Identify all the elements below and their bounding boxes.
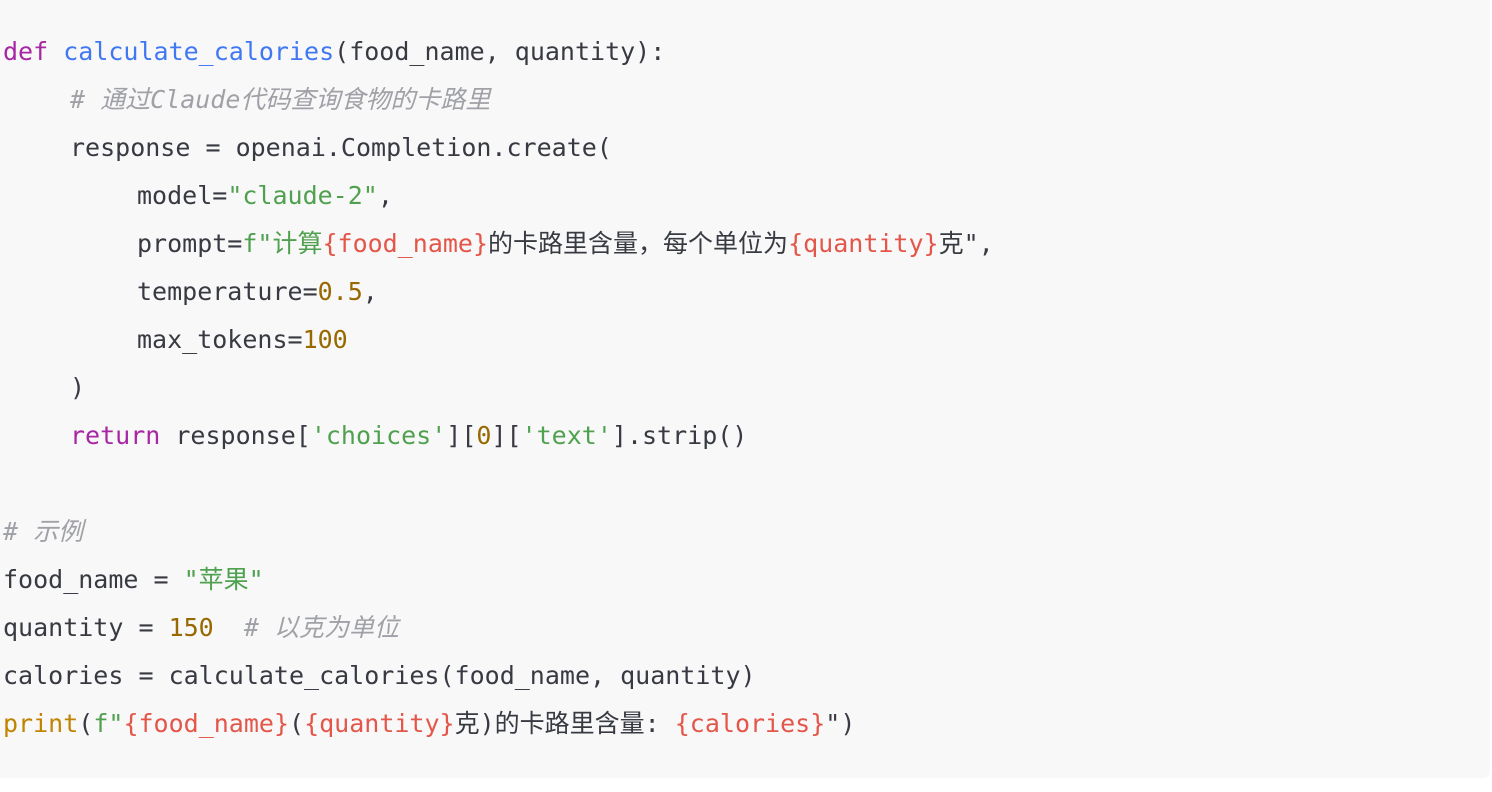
string-literal: "claude-2" bbox=[227, 181, 378, 210]
code-text: model= bbox=[137, 181, 228, 210]
interpolation: {food_name} bbox=[123, 709, 290, 738]
code-line: print(f"{food_name}({quantity}克)的卡路里含量: … bbox=[3, 700, 1490, 748]
code-text: ].strip() bbox=[611, 421, 748, 450]
code-space bbox=[214, 613, 244, 642]
code-line: return response['choices'][0]['text'].st… bbox=[3, 412, 1490, 460]
code-text: food_name = bbox=[3, 565, 184, 594]
code-line: calories = calculate_calories(food_name,… bbox=[3, 652, 1490, 700]
code-comment: # 通过Claude代码查询食物的卡路里 bbox=[70, 85, 491, 114]
string-literal: "苹果" bbox=[183, 565, 264, 594]
string-literal: f" bbox=[93, 709, 124, 738]
code-text: response[ bbox=[160, 421, 311, 450]
code-text: calories = calculate_calories(food_name,… bbox=[3, 661, 756, 690]
code-line: prompt=f"计算{food_name}的卡路里含量，每个单位为{quant… bbox=[3, 220, 1490, 268]
keyword-def: def bbox=[3, 37, 49, 66]
string-literal: f"计算 bbox=[242, 229, 323, 258]
interpolation: {quantity} bbox=[788, 229, 939, 258]
code-text: ") bbox=[825, 709, 856, 738]
interpolation: {quantity} bbox=[304, 709, 455, 738]
number-literal: 0.5 bbox=[317, 277, 363, 306]
code-line: model="claude-2", bbox=[3, 172, 1490, 220]
code-space bbox=[48, 37, 63, 66]
code-text: ( bbox=[289, 709, 305, 738]
code-text: 克)的卡路里含量: bbox=[454, 709, 675, 738]
code-text: max_tokens= bbox=[137, 325, 303, 354]
code-comment: # 以克为单位 bbox=[243, 613, 399, 642]
code-text: response = openai.Completion.create( bbox=[70, 133, 612, 162]
builtin-print: print bbox=[3, 709, 79, 738]
interpolation: {food_name} bbox=[322, 229, 489, 258]
code-text: ) bbox=[70, 373, 86, 402]
code-line: def calculate_calories(food_name, quanti… bbox=[3, 28, 1490, 76]
code-line: quantity = 150 # 以克为单位 bbox=[3, 604, 1490, 652]
code-line: response = openai.Completion.create( bbox=[3, 124, 1490, 172]
code-text: 的卡路里含量，每个单位为 bbox=[488, 229, 789, 258]
code-text: ( bbox=[78, 709, 94, 738]
code-line-blank bbox=[3, 460, 1490, 508]
code-line: food_name = "苹果" bbox=[3, 556, 1490, 604]
code-text: ][ bbox=[446, 421, 477, 450]
number-literal: 0 bbox=[476, 421, 492, 450]
string-literal: 'choices' bbox=[310, 421, 447, 450]
code-line: # 示例 bbox=[3, 508, 1490, 556]
string-literal: 'text' bbox=[521, 421, 612, 450]
code-text: , bbox=[377, 181, 393, 210]
code-line: ) bbox=[3, 364, 1490, 412]
code-text: quantity = bbox=[3, 613, 169, 642]
function-name: calculate_calories bbox=[63, 37, 335, 66]
code-comment: # 示例 bbox=[3, 517, 84, 546]
code-text: prompt= bbox=[137, 229, 243, 258]
keyword-return: return bbox=[70, 421, 161, 450]
number-literal: 150 bbox=[168, 613, 214, 642]
number-literal: 100 bbox=[302, 325, 348, 354]
code-text: 克", bbox=[938, 229, 994, 258]
code-text: , bbox=[362, 277, 378, 306]
interpolation: {calories} bbox=[674, 709, 826, 738]
code-line: # 通过Claude代码查询食物的卡路里 bbox=[3, 76, 1490, 124]
code-text: (food_name, quantity): bbox=[334, 37, 666, 66]
code-text: ][ bbox=[491, 421, 522, 450]
code-text: temperature= bbox=[137, 277, 318, 306]
code-line: temperature=0.5, bbox=[3, 268, 1490, 316]
code-line: max_tokens=100 bbox=[3, 316, 1490, 364]
